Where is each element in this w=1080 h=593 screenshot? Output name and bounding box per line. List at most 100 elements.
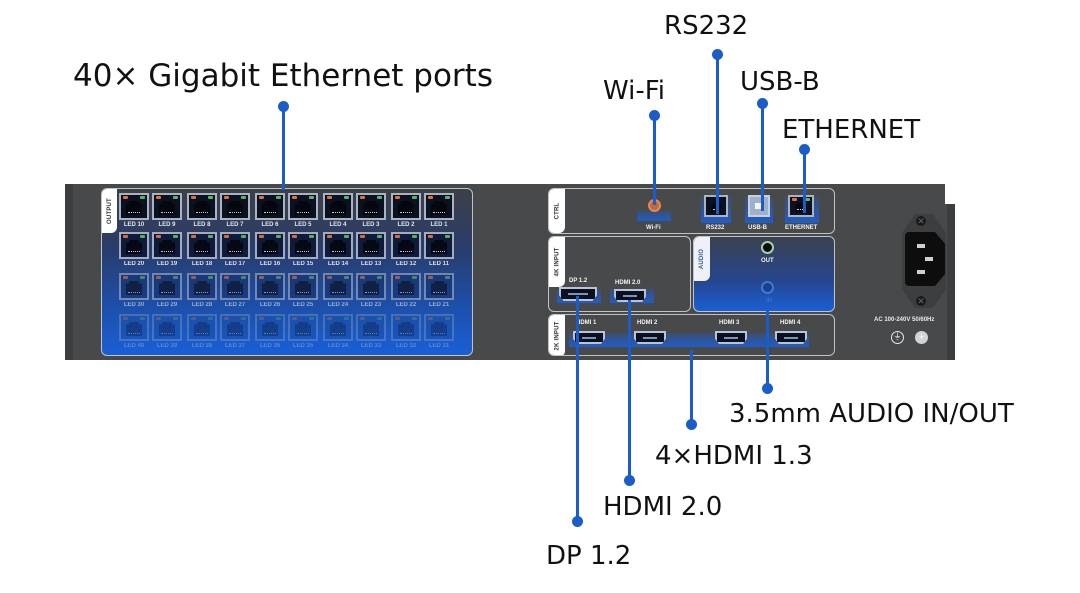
ethernet-output-port[interactable] — [391, 193, 421, 220]
ethernet-output-port[interactable] — [288, 232, 318, 259]
ethernet-port-label: LED 35 — [292, 343, 314, 349]
ethernet-ctrl-port[interactable] — [788, 195, 814, 217]
ethernet-port-label: LED 39 — [156, 343, 178, 349]
input-2k-panel: 2K INPUT HDMI 1 HDMI 2 HDMI 3 HDMI 4 — [548, 314, 835, 356]
screw-icon: ✕ — [916, 216, 926, 226]
ethernet-output-port[interactable] — [119, 193, 149, 220]
leader-ethernet — [803, 149, 806, 213]
ethernet-output-port[interactable] — [323, 314, 353, 341]
ethernet-output-port[interactable] — [187, 193, 217, 220]
ethernet-port-label: LED 4 — [329, 222, 347, 228]
leader-rs232 — [716, 54, 719, 214]
ethernet-output-port[interactable] — [391, 273, 421, 300]
callout-ethernet: ETHERNET — [782, 115, 921, 145]
ethernet-port-label: LED 32 — [395, 343, 417, 349]
leader-wifi — [653, 115, 656, 205]
ethernet-port-label: LED 13 — [360, 261, 382, 267]
hdmi-1-port[interactable] — [573, 331, 605, 344]
ethernet-port-label: LED 17 — [224, 261, 246, 267]
callout-usb-b: USB-B — [740, 67, 820, 97]
ethernet-output-port[interactable] — [119, 232, 149, 259]
callout-dot-hdmi20 — [624, 475, 635, 486]
ethernet-output-port[interactable] — [187, 232, 217, 259]
leader-audio — [766, 310, 769, 388]
usb-b-label: USB-B — [748, 225, 767, 231]
ethernet-output-port[interactable] — [356, 314, 386, 341]
ctrl-panel: CTRL Wi-Fi RS232 USB-B ETHERNET — [548, 188, 835, 234]
ethernet-output-port[interactable] — [152, 273, 182, 300]
hdmi-3-port[interactable] — [715, 331, 747, 344]
ethernet-output-port[interactable] — [424, 232, 454, 259]
ethernet-output-port[interactable] — [220, 314, 250, 341]
ethernet-output-port[interactable] — [323, 232, 353, 259]
ethernet-output-port[interactable] — [424, 193, 454, 220]
fuse-icon: + — [915, 331, 928, 344]
wifi-glow — [637, 211, 671, 221]
ethernet-port-label: LED 27 — [224, 302, 246, 308]
ethernet-output-port[interactable] — [220, 232, 250, 259]
ethernet-port-label: LED 3 — [362, 222, 380, 228]
audio-out-label: OUT — [761, 258, 774, 264]
ethernet-output-port[interactable] — [119, 273, 149, 300]
hdmi-1-label: HDMI 1 — [576, 320, 597, 326]
ethernet-output-port[interactable] — [288, 193, 318, 220]
ethernet-output-port[interactable] — [323, 193, 353, 220]
ethernet-port-label: LED 23 — [360, 302, 382, 308]
audio-in-jack[interactable] — [761, 281, 774, 294]
leader-hdmi20 — [628, 300, 631, 480]
ethernet-output-port[interactable] — [323, 273, 353, 300]
ethernet-output-port[interactable] — [424, 273, 454, 300]
ethernet-output-port[interactable] — [152, 193, 182, 220]
ethernet-port-label: LED 28 — [191, 302, 213, 308]
callout-ethernet-ports: 40× Gigabit Ethernet ports — [73, 58, 493, 94]
ethernet-output-port[interactable] — [424, 314, 454, 341]
ethernet-output-port[interactable] — [119, 314, 149, 341]
callout-dp12: DP 1.2 — [546, 541, 632, 571]
ethernet-output-port[interactable] — [356, 193, 386, 220]
ethernet-output-port[interactable] — [255, 232, 285, 259]
hdmi-2-port[interactable] — [634, 331, 666, 344]
ethernet-output-port[interactable] — [356, 273, 386, 300]
ethernet-port-label: LED 19 — [156, 261, 178, 267]
hdmi13-glow — [569, 333, 809, 347]
ethernet-output-port[interactable] — [255, 273, 285, 300]
ethernet-output-port[interactable] — [220, 273, 250, 300]
callout-dot-hdmi13 — [686, 419, 697, 430]
audio-out-jack[interactable] — [761, 241, 774, 254]
ground-icon: ⏚ — [891, 331, 904, 344]
leader-ethernet-ports — [282, 106, 285, 190]
callout-audio: 3.5mm AUDIO IN/OUT — [729, 399, 1014, 429]
audio-tab: AUDIO — [694, 237, 710, 281]
ethernet-port-label: LED 33 — [360, 343, 382, 349]
ethernet-output-port[interactable] — [391, 232, 421, 259]
callout-dot-audio — [762, 383, 773, 394]
ethernet-port-label: LED 21 — [428, 302, 450, 308]
ethernet-port-label: LED 29 — [156, 302, 178, 308]
ethernet-output-port[interactable] — [220, 193, 250, 220]
leader-hdmi13 — [690, 350, 693, 424]
input-2k-tab: 2K INPUT — [549, 315, 565, 355]
hdmi-3-label: HDMI 3 — [719, 320, 740, 326]
ethernet-output-port[interactable] — [288, 273, 318, 300]
ethernet-output-port[interactable] — [255, 193, 285, 220]
ethernet-output-port[interactable] — [152, 232, 182, 259]
ethernet-output-port[interactable] — [255, 314, 285, 341]
dp-label: DP 1.2 — [569, 278, 588, 284]
ethernet-output-port[interactable] — [391, 314, 421, 341]
ethernet-output-port[interactable] — [288, 314, 318, 341]
ethernet-output-port[interactable] — [187, 273, 217, 300]
ethernet-port-label: LED 37 — [224, 343, 246, 349]
power-inlet[interactable] — [905, 232, 945, 286]
callout-rs232: RS232 — [664, 11, 749, 41]
audio-in-label: IN — [766, 298, 772, 304]
ethernet-port-label: LED 30 — [123, 302, 145, 308]
callout-wifi: Wi-Fi — [603, 76, 666, 106]
leader-usb-b — [761, 103, 764, 211]
ethernet-output-port[interactable] — [356, 232, 386, 259]
ethernet-output-port[interactable] — [152, 314, 182, 341]
ethernet-port-label: LED 34 — [327, 343, 349, 349]
hdmi-4-port[interactable] — [775, 331, 807, 344]
ethernet-port-label: LED 11 — [428, 261, 449, 267]
usb-b-port[interactable] — [748, 195, 770, 217]
ethernet-output-port[interactable] — [187, 314, 217, 341]
